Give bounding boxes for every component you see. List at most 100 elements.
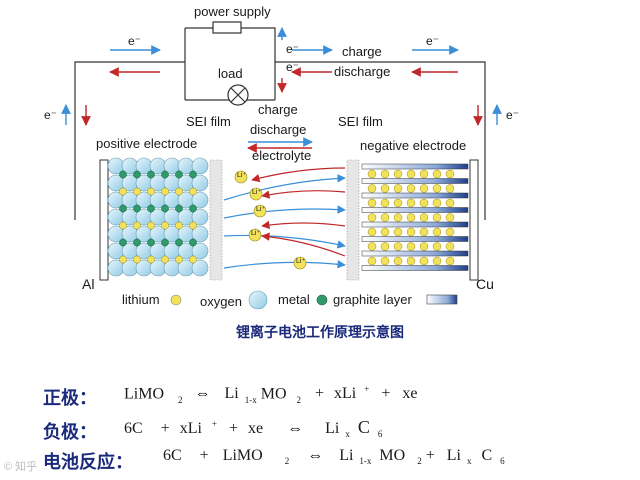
eq-arrow: ⇔ — [194, 385, 211, 403]
li-ion — [249, 187, 263, 201]
eq-term: 6C — [124, 420, 143, 437]
lithium-atom — [367, 242, 377, 251]
lithium-atom — [367, 213, 377, 222]
positive-electrode-label: positive electrode — [96, 136, 198, 151]
discharge-ion-arrow — [251, 167, 346, 183]
lithium-atom — [419, 213, 429, 222]
eq-sub: 2 — [417, 456, 422, 467]
sei-film-left-label: SEI film — [186, 114, 231, 129]
lithium-atom — [432, 213, 442, 222]
legend-lithium-swatch — [170, 294, 182, 306]
lithium-atom — [445, 184, 455, 193]
metal-atom — [147, 170, 155, 179]
lithium-atom — [393, 184, 403, 193]
lithium-atom — [406, 242, 416, 251]
eq-term: LiMO — [222, 447, 263, 464]
lithium-atom — [432, 169, 442, 179]
lithium-atom — [367, 184, 377, 193]
graphite-layer — [361, 192, 469, 199]
lithium-atom — [406, 184, 416, 193]
eq-plus: + — [381, 385, 391, 403]
discharge-ion-arrow — [261, 190, 346, 199]
li-ion — [248, 228, 262, 242]
lithium-atom — [380, 169, 390, 179]
eq-term: Li — [339, 447, 354, 464]
legend-oxygen-swatch — [248, 290, 268, 310]
li-ion-label: Li⁺ — [251, 230, 261, 237]
metal-atom — [119, 204, 127, 213]
graphite-layer — [361, 221, 469, 228]
eq-term: MO — [260, 385, 287, 403]
eq-sub: 2 — [296, 394, 302, 405]
lithium-atom — [445, 213, 455, 222]
legend-oxygen-label: oxygen — [200, 294, 242, 309]
metal-atom — [119, 238, 127, 247]
eq-plus: + — [315, 385, 325, 403]
lithium-atom — [406, 227, 416, 237]
eq-arrow: ⇔ — [307, 447, 324, 464]
metal-atom — [147, 204, 155, 213]
electron-label-top-right: e⁻ — [426, 34, 440, 48]
lithium-atom — [133, 255, 141, 264]
lithium-atom — [419, 198, 429, 208]
eq-sub: 6 — [377, 429, 383, 440]
discharge-label-top: discharge — [334, 64, 391, 79]
charge-ion-arrow — [223, 205, 346, 219]
charge-ion-arrow — [223, 174, 346, 201]
eq-plus: + — [229, 420, 239, 437]
lithium-atom — [393, 242, 403, 251]
eq-term: MO — [379, 447, 406, 464]
lithium-atom — [419, 227, 429, 237]
lithium-atom — [189, 221, 197, 230]
negative-equation-label: 负极： — [43, 422, 97, 443]
metal-atom — [189, 204, 197, 213]
oxygen-atom — [191, 191, 209, 209]
lithium-atom — [393, 213, 403, 222]
eq-term: Li — [224, 385, 239, 403]
li-ion — [253, 204, 267, 218]
lithium-atom — [419, 184, 429, 193]
eq-term: Li — [446, 447, 461, 464]
charge-ion-arrow — [223, 234, 346, 249]
lithium-atom — [367, 256, 377, 266]
eq-term: 6C — [163, 447, 182, 464]
circuit-arrows — [61, 27, 502, 153]
lithium-atom — [147, 187, 155, 196]
eq-plus: + — [425, 447, 435, 464]
metal-atom — [133, 204, 141, 213]
lithium-atom — [419, 242, 429, 251]
legend-shapes — [170, 290, 458, 310]
negative-electrode-graphite — [361, 163, 469, 271]
eq-sub: 2 — [178, 394, 183, 405]
electron-label-supply-top: e⁻ — [286, 42, 300, 56]
eq-term: C — [357, 417, 370, 437]
legend-metal-label: metal — [278, 292, 310, 307]
lithium-atom — [432, 242, 442, 251]
al-collector — [99, 159, 109, 281]
lithium-atom — [445, 256, 455, 266]
li-ion-label: Li⁺ — [296, 258, 306, 265]
lithium-atom — [406, 213, 416, 222]
watermark: © 知乎 — [4, 461, 38, 473]
eq-term: Li — [325, 420, 340, 437]
oxygen-atom — [191, 157, 209, 175]
eq-sup: + — [211, 418, 217, 429]
oxygen-atom — [191, 242, 209, 260]
metal-atom — [133, 238, 141, 247]
discharge-label-middle: discharge — [250, 122, 307, 137]
external-circuit — [74, 21, 486, 220]
eq-sup: + — [364, 384, 370, 394]
lithium-atom — [380, 227, 390, 237]
lithium-atom — [119, 187, 127, 196]
power-supply-label: power supply — [194, 4, 271, 19]
lithium-atom — [393, 198, 403, 208]
lithium-atom — [367, 198, 377, 208]
oxygen-atom — [191, 208, 209, 226]
eq-sub: 1-x — [359, 456, 372, 467]
eq-sub: x — [466, 456, 472, 467]
lithium-atom — [445, 198, 455, 208]
metal-atom — [161, 238, 169, 247]
